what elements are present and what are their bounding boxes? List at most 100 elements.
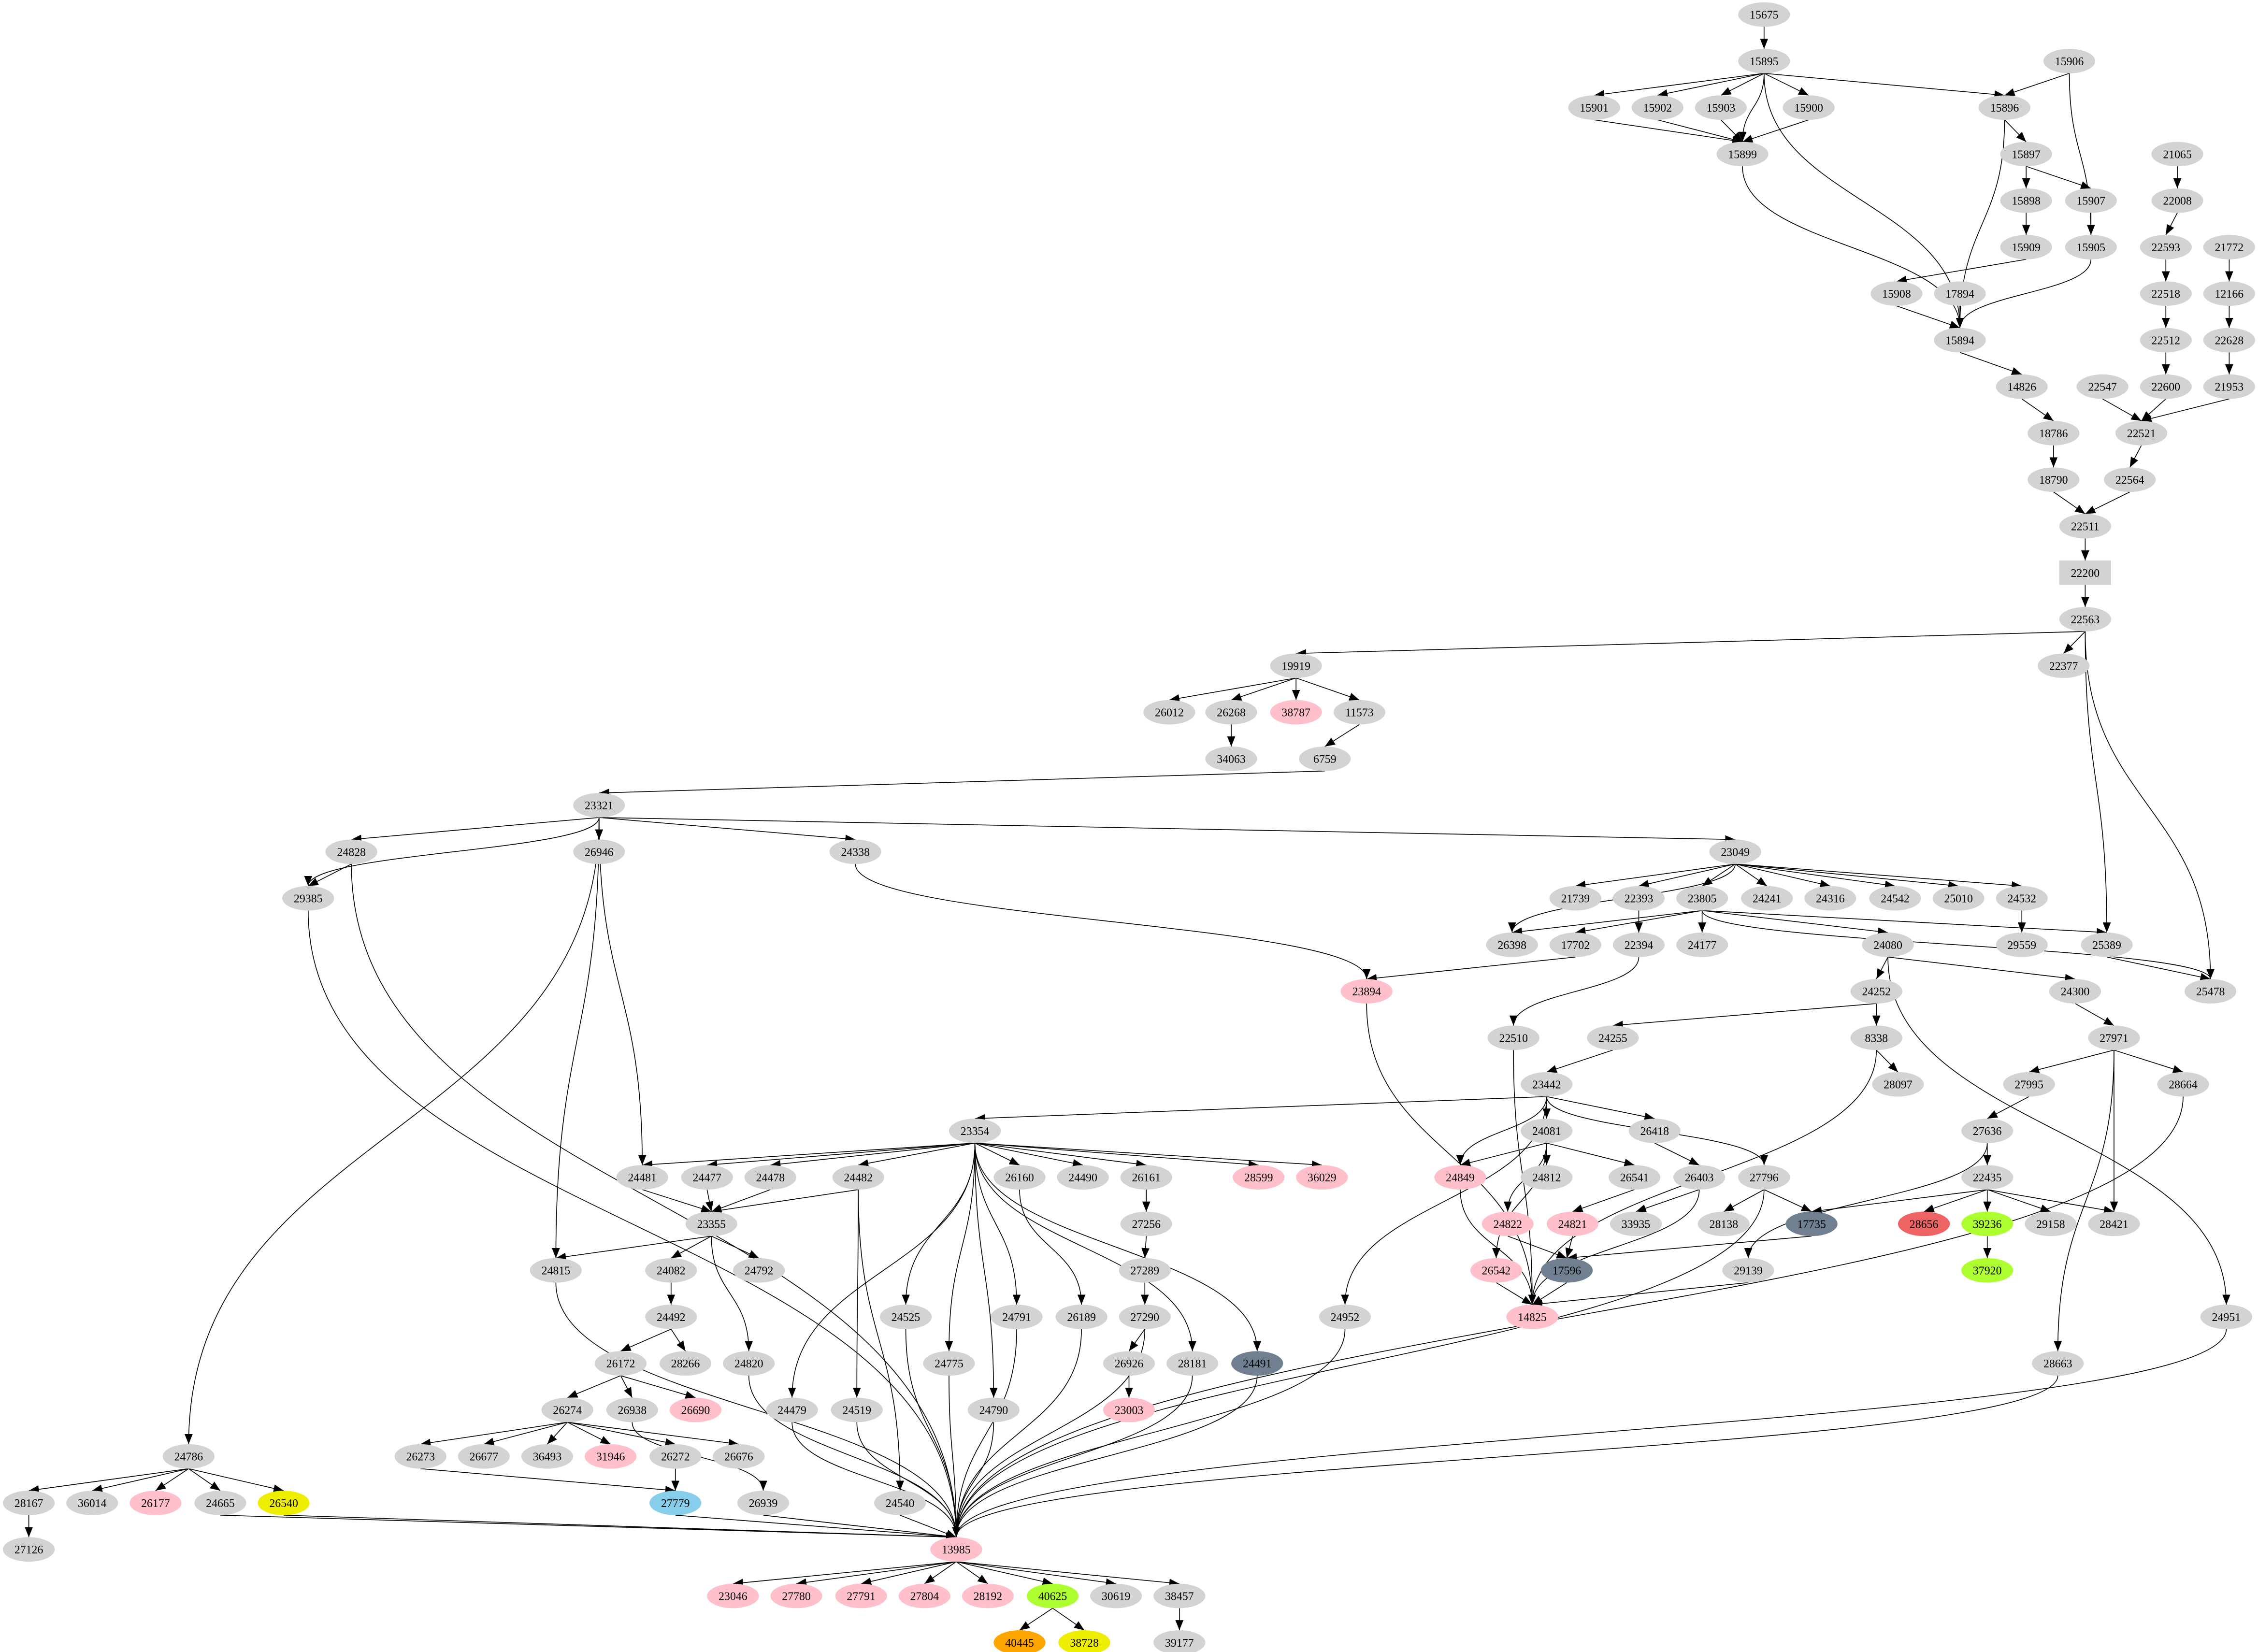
node-24791[interactable]: 24791: [991, 1305, 1043, 1329]
node-24815[interactable]: 24815: [530, 1258, 582, 1283]
node-22435[interactable]: 22435: [1961, 1165, 2014, 1190]
node-24492[interactable]: 24492: [645, 1305, 697, 1329]
node-22510[interactable]: 22510: [1487, 1025, 1539, 1050]
node-38457[interactable]: 38457: [1153, 1583, 1206, 1609]
node-24542[interactable]: 24542: [1869, 886, 1921, 911]
node-17702[interactable]: 17702: [1549, 933, 1602, 957]
node-38787[interactable]: 38787: [1270, 700, 1322, 725]
node-15895[interactable]: 15895: [1738, 49, 1790, 73]
node-24080[interactable]: 24080: [1862, 933, 1914, 957]
node-24952[interactable]: 24952: [1319, 1305, 1371, 1329]
node-26540[interactable]: 26540: [258, 1491, 310, 1515]
node-19919[interactable]: 19919: [1270, 653, 1322, 678]
node-26403[interactable]: 26403: [1673, 1165, 1726, 1190]
node-22593[interactable]: 22593: [2140, 235, 2192, 259]
node-29139[interactable]: 29139: [1722, 1258, 1774, 1283]
node-23805[interactable]: 23805: [1676, 886, 1728, 911]
node-29385[interactable]: 29385: [282, 886, 334, 911]
node-11573[interactable]: 11573: [1333, 700, 1385, 725]
node-23894[interactable]: 23894: [1340, 979, 1393, 1004]
node-26274[interactable]: 26274: [541, 1397, 593, 1422]
node-24177[interactable]: 24177: [1676, 933, 1728, 957]
node-26189[interactable]: 26189: [1055, 1305, 1107, 1329]
node-25010[interactable]: 25010: [1932, 886, 1985, 911]
node-24491[interactable]: 24491: [1231, 1351, 1283, 1376]
node-23321[interactable]: 23321: [573, 793, 625, 818]
node-28599[interactable]: 28599: [1233, 1165, 1285, 1190]
node-22008[interactable]: 22008: [2151, 188, 2203, 213]
node-15898[interactable]: 15898: [2000, 188, 2052, 213]
node-21953[interactable]: 21953: [2203, 374, 2256, 399]
node-22393[interactable]: 22393: [1612, 886, 1665, 911]
node-27995[interactable]: 27995: [2003, 1072, 2055, 1097]
node-21065[interactable]: 21065: [2151, 142, 2203, 167]
node-34063[interactable]: 34063: [1205, 746, 1257, 771]
node-24786[interactable]: 24786: [162, 1444, 215, 1469]
node-15899[interactable]: 15899: [1716, 142, 1769, 167]
node-17894[interactable]: 17894: [1934, 281, 1986, 306]
node-14826[interactable]: 14826: [1996, 374, 2048, 399]
node-24790[interactable]: 24790: [967, 1397, 1020, 1422]
node-28663[interactable]: 28663: [2032, 1351, 2084, 1376]
node-23354[interactable]: 23354: [949, 1119, 1001, 1143]
node-28181[interactable]: 28181: [1166, 1351, 1219, 1376]
node-23355[interactable]: 23355: [685, 1211, 737, 1236]
node-15901[interactable]: 15901: [1568, 95, 1620, 120]
node-23049[interactable]: 23049: [1709, 839, 1761, 864]
node-33935[interactable]: 33935: [1610, 1211, 1662, 1236]
node-26161[interactable]: 26161: [1120, 1165, 1172, 1190]
node-24821[interactable]: 24821: [1546, 1211, 1599, 1236]
node-21772[interactable]: 21772: [2203, 235, 2256, 259]
node-37920[interactable]: 37920: [1961, 1258, 2014, 1283]
node-27791[interactable]: 27791: [835, 1583, 887, 1609]
node-22563[interactable]: 22563: [2059, 607, 2112, 632]
node-22512[interactable]: 22512: [2140, 328, 2192, 353]
node-26926[interactable]: 26926: [1103, 1351, 1155, 1376]
node-15909[interactable]: 15909: [2000, 235, 2052, 259]
node-15675[interactable]: 15675: [1738, 2, 1790, 27]
node-22511[interactable]: 22511: [2059, 514, 2112, 539]
node-26939[interactable]: 26939: [737, 1491, 790, 1515]
node-24338[interactable]: 24338: [829, 839, 881, 864]
node-24490[interactable]: 24490: [1057, 1165, 1109, 1190]
node-27290[interactable]: 27290: [1119, 1305, 1171, 1329]
node-18790[interactable]: 18790: [2028, 467, 2080, 492]
node-28421[interactable]: 28421: [2088, 1211, 2140, 1236]
node-13985[interactable]: 13985: [930, 1537, 982, 1562]
node-25478[interactable]: 25478: [2185, 979, 2237, 1004]
node-24300[interactable]: 24300: [2049, 979, 2101, 1004]
node-24477[interactable]: 24477: [681, 1165, 733, 1190]
node-28167[interactable]: 28167: [2, 1491, 55, 1515]
node-28664[interactable]: 28664: [2157, 1072, 2209, 1097]
node-15908[interactable]: 15908: [1870, 281, 1923, 306]
node-24540[interactable]: 24540: [874, 1491, 926, 1515]
node-24241[interactable]: 24241: [1741, 886, 1793, 911]
node-22564[interactable]: 22564: [2104, 467, 2156, 492]
node-26677[interactable]: 26677: [458, 1444, 510, 1469]
node-24478[interactable]: 24478: [744, 1165, 797, 1190]
node-36493[interactable]: 36493: [521, 1444, 574, 1469]
node-24252[interactable]: 24252: [1850, 979, 1902, 1004]
node-27256[interactable]: 27256: [1120, 1211, 1172, 1236]
node-27779[interactable]: 27779: [649, 1491, 702, 1515]
node-18786[interactable]: 18786: [2028, 421, 2080, 445]
node-23442[interactable]: 23442: [1521, 1072, 1573, 1097]
node-28656[interactable]: 28656: [1898, 1211, 1950, 1236]
node-27126[interactable]: 27126: [2, 1537, 55, 1562]
node-26676[interactable]: 26676: [713, 1444, 765, 1469]
node-27289[interactable]: 27289: [1119, 1258, 1171, 1283]
node-24082[interactable]: 24082: [645, 1258, 697, 1283]
node-17735[interactable]: 17735: [1785, 1211, 1838, 1236]
node-22200[interactable]: 22200: [2059, 560, 2112, 585]
node-26012[interactable]: 26012: [1143, 700, 1195, 725]
node-24812[interactable]: 24812: [1521, 1165, 1573, 1190]
node-26938[interactable]: 26938: [606, 1397, 658, 1422]
node-23046[interactable]: 23046: [707, 1583, 759, 1609]
node-28192[interactable]: 28192: [962, 1583, 1014, 1609]
node-24820[interactable]: 24820: [723, 1351, 775, 1376]
node-22377[interactable]: 22377: [2038, 653, 2090, 678]
node-15897[interactable]: 15897: [2000, 142, 2052, 167]
node-28138[interactable]: 28138: [1697, 1211, 1750, 1236]
node-15905[interactable]: 15905: [2065, 235, 2117, 259]
node-24525[interactable]: 24525: [879, 1305, 932, 1329]
